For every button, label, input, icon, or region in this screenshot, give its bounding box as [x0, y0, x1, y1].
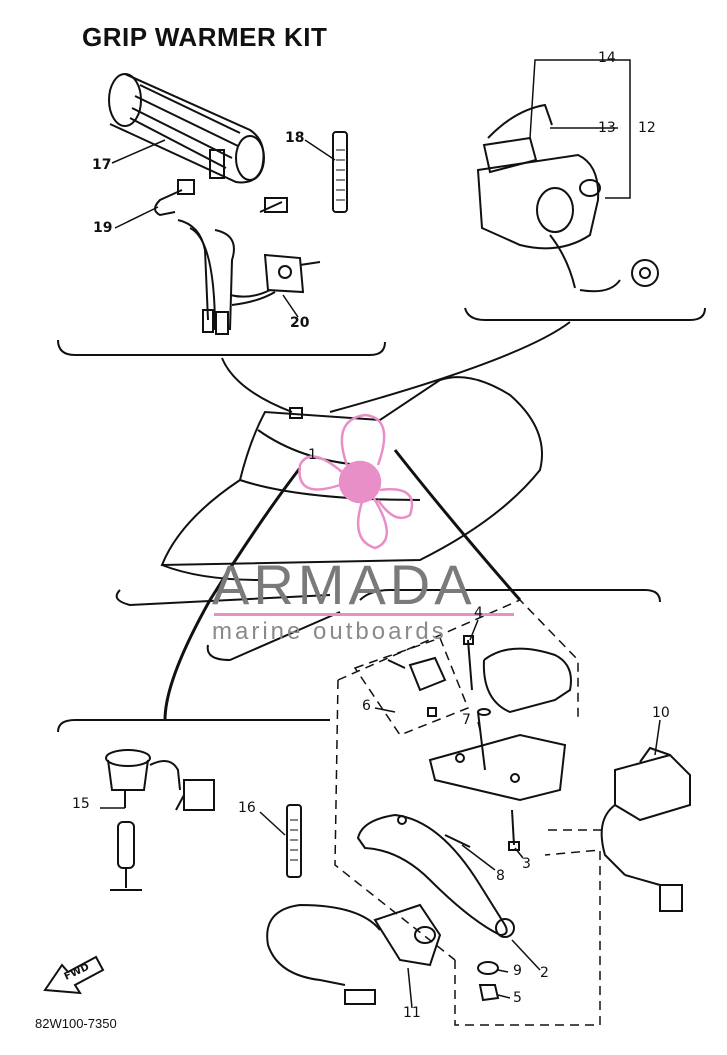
diagram-code: 82W100-7350	[35, 1016, 117, 1031]
leader-5	[497, 994, 511, 999]
watermark-tagline: marine outboards	[212, 618, 447, 645]
callout-18: 18	[285, 130, 305, 146]
dashed-box-right	[454, 849, 601, 1026]
clip-part-18	[332, 131, 348, 213]
callout-15: 15	[72, 796, 90, 812]
harness-part-19	[154, 179, 288, 335]
callout-16: 16	[238, 800, 256, 816]
leader-18	[304, 139, 336, 161]
leader-19	[114, 206, 159, 229]
washer-part-9	[477, 961, 499, 975]
callout-9: 9	[513, 963, 522, 979]
callout-11: 11	[403, 1005, 421, 1021]
cover-part-4	[463, 635, 572, 714]
kit-bracket-top-left	[57, 339, 386, 356]
bracket-plate	[428, 708, 567, 802]
leader-8	[461, 844, 496, 871]
snowmobile-outline	[115, 376, 543, 721]
switch-housing-part-12	[476, 103, 659, 293]
fwd-arrow-icon: FWD	[43, 955, 105, 995]
arrow-grip-kit	[221, 357, 293, 413]
callout-8: 8	[496, 868, 505, 884]
leader-3	[514, 847, 524, 859]
callout-4: 4	[474, 605, 483, 621]
grip-part-17	[108, 73, 265, 184]
nut-part-5	[478, 984, 500, 1002]
callout-3: 3	[522, 856, 531, 872]
leader-4	[469, 619, 479, 641]
cable-part-11	[266, 903, 442, 1005]
leader-14	[529, 59, 631, 199]
leader-9	[497, 969, 509, 973]
callout-1: 1	[308, 447, 317, 463]
callout-10: 10	[652, 705, 670, 721]
leader-2	[511, 939, 541, 971]
propeller-logo-icon	[298, 413, 414, 550]
leader-17	[111, 139, 166, 164]
callout-7: 7	[462, 712, 471, 728]
dashed-box-6	[353, 637, 469, 736]
page-title: GRIP WARMER KIT	[82, 22, 328, 52]
callout-13: 13	[598, 120, 616, 136]
callout-2: 2	[540, 965, 549, 981]
watermark-underline	[214, 613, 514, 616]
module-part-10	[600, 746, 691, 912]
dashed-box-main	[337, 599, 579, 720]
callout-5: 5	[513, 990, 522, 1006]
leader-6	[374, 707, 396, 713]
dashed-box-left	[334, 679, 456, 961]
block-part-6	[387, 656, 447, 717]
callout-12: 12	[638, 120, 656, 136]
leader-7	[477, 721, 481, 731]
callout-17: 17	[92, 157, 112, 173]
lever-part-2	[356, 813, 515, 938]
screw-part-3	[511, 809, 515, 846]
leader-20	[282, 294, 299, 318]
callout-6: 6	[362, 698, 371, 714]
callout-20: 20	[290, 315, 310, 331]
kit-bracket-top-right	[464, 307, 706, 321]
callout-14: 14	[598, 50, 616, 66]
screw-part-8	[444, 834, 471, 848]
kit-bracket-lower-right	[359, 589, 661, 603]
watermark-brand: ARMADA	[212, 553, 476, 616]
clip-part-16	[259, 804, 302, 878]
leader-11	[407, 967, 413, 1009]
kit-bracket-lower-left	[57, 719, 330, 733]
callout-19: 19	[93, 220, 113, 236]
arrow-switch-kit	[329, 321, 571, 413]
leader-10	[654, 719, 661, 756]
switch-part-20	[229, 253, 321, 306]
heater-part-15	[100, 749, 215, 891]
